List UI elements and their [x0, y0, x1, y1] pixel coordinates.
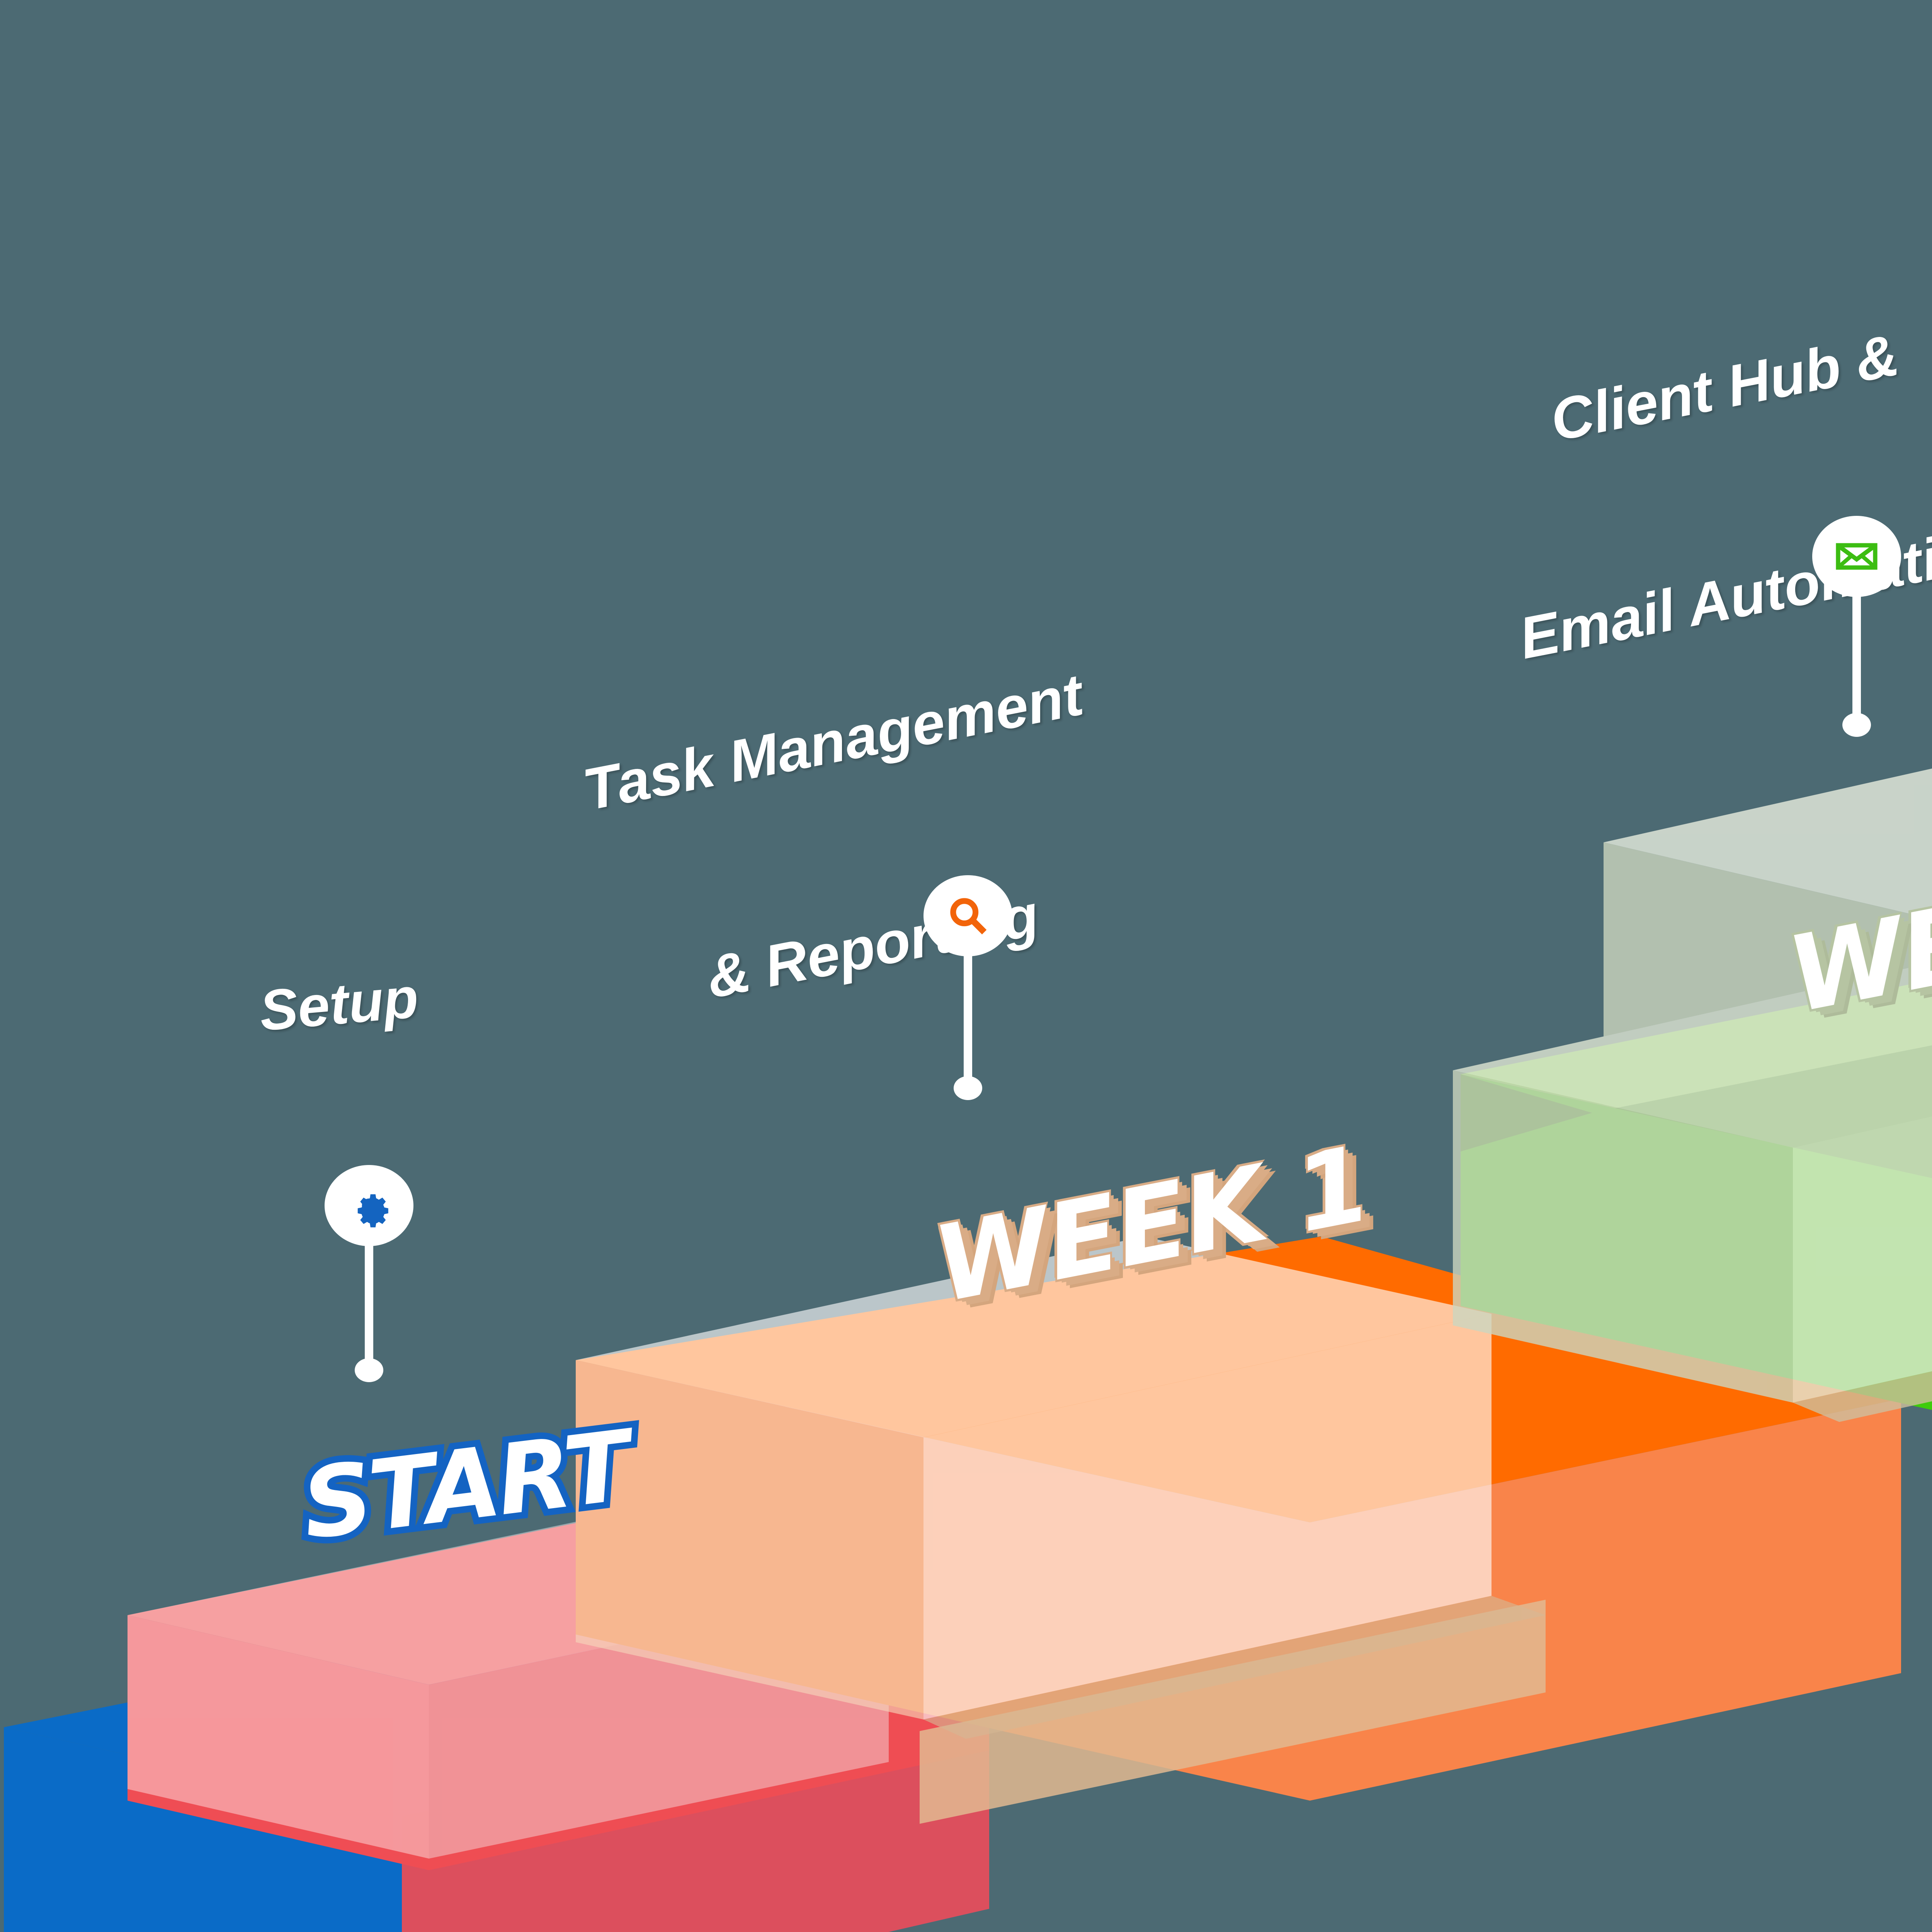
annotation-setup: Setup: [257, 965, 421, 1043]
marker-client-dot: [1842, 713, 1871, 737]
marker-setup-bulb[interactable]: [325, 1165, 413, 1246]
start-base-front-face: [4, 1727, 402, 1932]
marker-task-stem: [964, 952, 972, 1083]
marker-task-dot: [954, 1076, 982, 1100]
marker-setup-stem: [365, 1242, 373, 1365]
marker-client-stem: [1852, 592, 1861, 720]
week1-overlay-left-face: [576, 1360, 923, 1719]
start-block-left-face: [128, 1615, 429, 1870]
step-week2-overlay: [1453, 768, 1932, 1422]
annotation-task-line-1: Task Management: [578, 662, 1088, 823]
envelope-icon: [1836, 543, 1878, 570]
week1-overlay-bottom-shelf: [923, 1596, 1546, 1739]
week2-overlay-bottom-shelf: [1793, 1371, 1932, 1422]
week1-overlay-right-face: [923, 1314, 1492, 1719]
week1-overlay-top-face: [576, 1236, 1492, 1437]
annotation-task-line-2: & Reporting: [701, 882, 1044, 1011]
marker-setup-dot: [355, 1358, 383, 1382]
annotation-client-line-1: Client Hub &: [1545, 321, 1904, 454]
week2-overlay-lower-right: [1793, 1116, 1932, 1403]
search-icon: [950, 898, 987, 935]
week2-overlay-lower-left: [1453, 1070, 1793, 1403]
gear-icon: [357, 1194, 388, 1228]
marker-task-bulb[interactable]: [923, 875, 1012, 956]
annotation-task-management: Task Management & Reporting: [551, 524, 1155, 1165]
week2-overlay-lower-top: [1453, 963, 1932, 1148]
marker-client-bulb[interactable]: [1812, 516, 1901, 597]
start-overlay-left-face: [128, 1615, 429, 1859]
week2-overlay-top-face: [1604, 768, 1932, 919]
week1-block-undershelf: [920, 1600, 1546, 1824]
start-block-lower-right-face: [402, 1692, 989, 1932]
step-week1-overlay: [576, 1236, 1546, 1739]
